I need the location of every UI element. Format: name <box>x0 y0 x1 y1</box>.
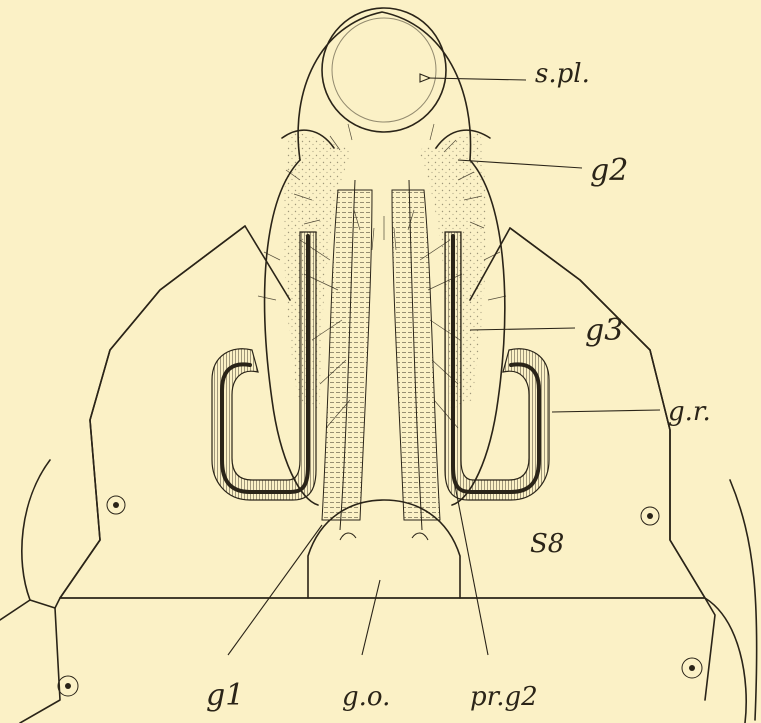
label-first-valvulae: g1 <box>206 678 244 713</box>
sternite-eight <box>60 226 705 598</box>
first-valvulae <box>322 180 440 530</box>
label-gonangulum-ridge: g.r. <box>668 397 711 427</box>
label-second-valvulae: g2 <box>590 153 628 188</box>
label-spermathecal-plate: s.pl. <box>535 59 590 89</box>
label-third-valvulae: g3 <box>585 313 623 348</box>
third-valvulae <box>212 232 549 500</box>
abdominal-segment-outline <box>0 226 757 723</box>
label-sternite-eight: S8 <box>530 529 564 559</box>
label-process-g2: pr.g2 <box>470 682 538 712</box>
label-genital-opening: g.o. <box>342 682 390 712</box>
spiracles <box>58 496 702 696</box>
